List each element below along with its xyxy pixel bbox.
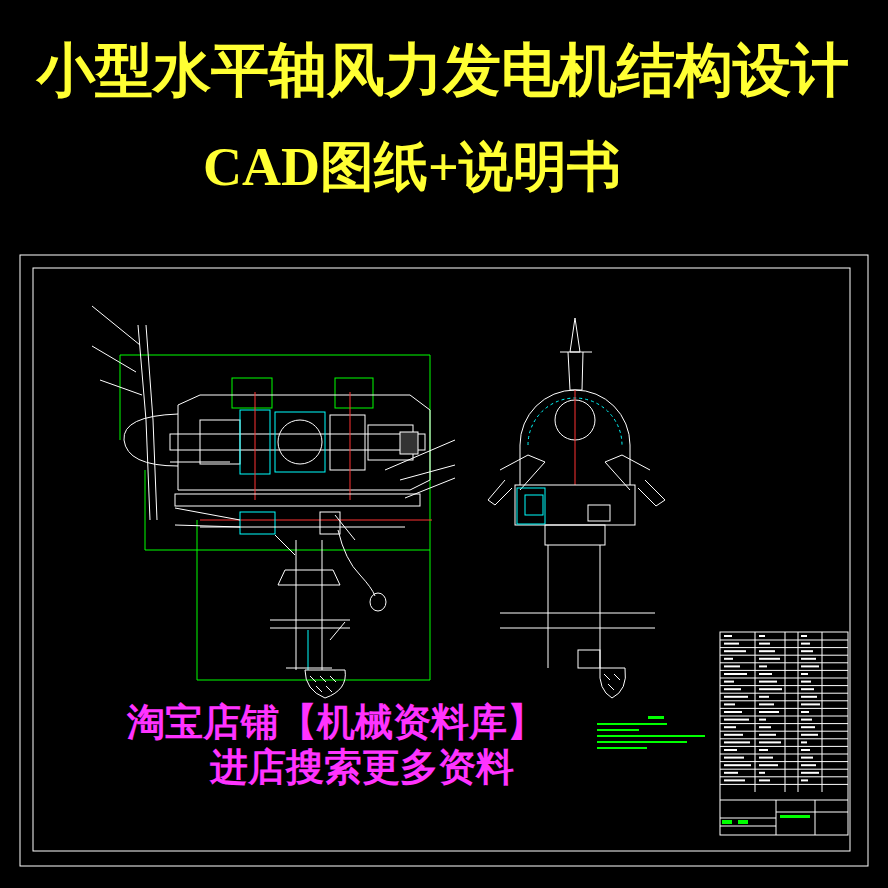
subtitle-text: CAD图纸+说明书	[203, 140, 621, 194]
title-block	[720, 632, 848, 835]
side-view	[92, 306, 455, 698]
drawing-title: 小型水平轴风力发电机结构设计	[37, 42, 849, 100]
front-view	[488, 318, 665, 698]
watermark-text: 进店搜索更多资料	[210, 748, 514, 786]
technical-notes	[597, 716, 705, 749]
watermark-text: 淘宝店铺【机械资料库】	[127, 703, 545, 741]
